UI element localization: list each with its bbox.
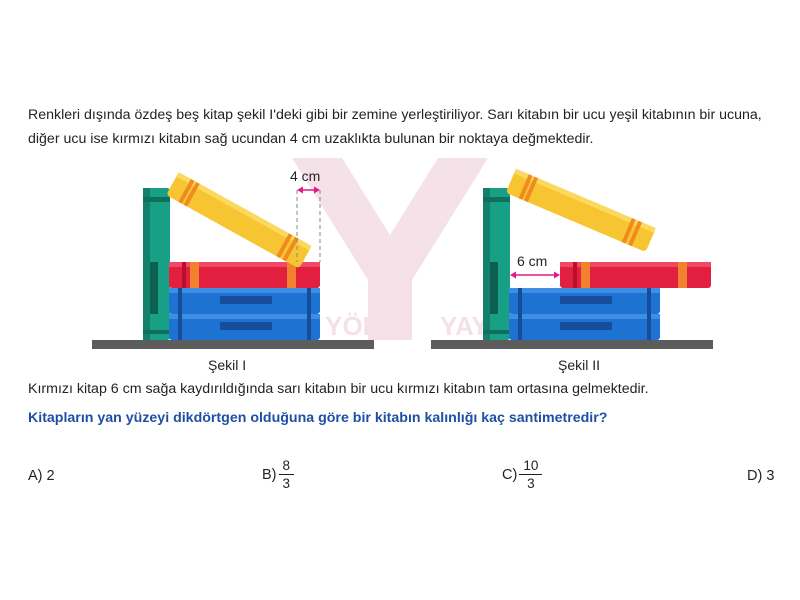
red-book-1 [169,262,320,288]
figure-2: 6 cm [431,168,713,349]
choice-a-value: 2 [46,468,55,484]
green-book-2 [483,188,510,340]
choice-d-letter: D) [747,468,763,484]
book-figures: YÖK YÖK YAYINLARI [92,158,713,349]
dimension-6cm: 6 cm [510,253,560,279]
floor-1 [92,340,374,349]
choice-c-numerator: 10 [523,458,539,473]
choice-c-fraction: 10 3 [519,458,543,491]
choice-b[interactable]: B) 8 3 [262,458,295,491]
choice-c[interactable]: C) 10 3 [502,458,543,491]
choice-b-denominator: 3 [282,476,291,491]
shift-note-text: Kırmızı kitap 6 cm sağa kaydırıldığında … [28,381,649,397]
choice-b-letter: B) [262,466,277,483]
blue-book-2b [509,288,660,314]
choice-a[interactable]: A) 2 [28,468,55,484]
dimension-label-4cm: 4 cm [290,168,320,184]
choice-c-letter: C) [502,466,518,483]
question-text: Kitapların yan yüzeyi dikdörtgen olduğun… [28,410,608,426]
choice-d-value: 3 [766,468,775,484]
blue-book-2a [509,314,660,340]
floor-2 [431,340,713,349]
green-book-1 [143,188,170,340]
yellow-book-2 [506,168,656,251]
dimension-4cm: 4 cm [290,168,321,262]
watermark-logo [292,158,488,340]
choice-b-fraction: 8 3 [278,458,295,491]
choice-a-letter: A) [28,468,43,484]
choice-c-denominator: 3 [527,476,535,491]
red-book-2 [560,262,711,288]
problem-intro-text: Renkleri dışında özdeş beş kitap şekil I… [28,107,762,147]
blue-book-1b [169,288,320,314]
yellow-book-1 [167,172,312,268]
choice-b-numerator: 8 [282,458,291,473]
dimension-label-6cm: 6 cm [517,253,547,269]
blue-book-1a [169,314,320,340]
figure-2-label: Şekil II [558,357,601,373]
choice-d[interactable]: D) 3 [747,468,774,484]
figure-1: 4 cm [92,168,374,349]
figure-1-label: Şekil I [208,357,247,373]
